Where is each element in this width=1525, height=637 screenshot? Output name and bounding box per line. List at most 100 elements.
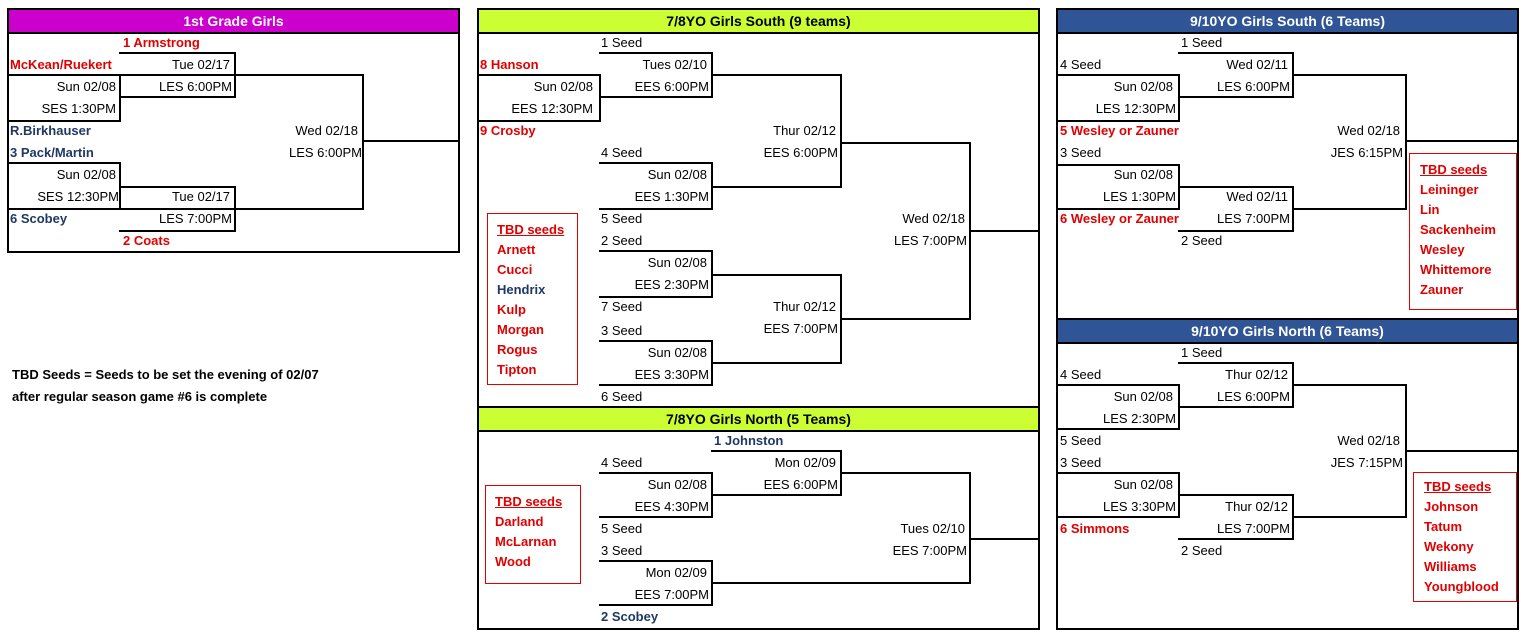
tbd-team: Cucci	[497, 262, 533, 277]
tbd-team: Tatum	[1424, 519, 1463, 534]
game-date: Sun 02/08	[647, 167, 707, 182]
seed-4: 4 Seed	[1060, 57, 1102, 72]
game-date: Sun 02/08	[647, 255, 707, 270]
bracket-title: 9/10YO Girls South (6 Teams)	[1058, 10, 1517, 34]
tbd-team: Wekony	[1424, 539, 1474, 554]
team-crosby: 9 Crosby	[480, 123, 536, 138]
final-date: Wed 02/18	[295, 123, 358, 138]
seed-1: 1 Seed	[601, 35, 643, 50]
game-date: Tue 02/17	[171, 57, 230, 72]
game-location: EES 12:30PM	[511, 101, 593, 116]
tbd-team: Morgan	[497, 322, 544, 337]
game-date: Tues 02/10	[642, 57, 707, 72]
game-date: Sun 02/08	[533, 79, 593, 94]
game-location: LES 1:30PM	[1103, 189, 1176, 204]
seed-3: 3 Seed	[1060, 145, 1102, 160]
game-date: Thur 02/12	[773, 123, 836, 138]
game-location: EES 6:00PM	[763, 477, 838, 492]
tbd-team: Youngblood	[1424, 579, 1499, 594]
tbd-seeds-title: TBD seeds	[1424, 479, 1492, 494]
game-location: LES 6:00PM	[1217, 79, 1290, 94]
tbd-team: Williams	[1424, 559, 1477, 574]
game-date: Sun 02/08	[647, 345, 707, 360]
game-location: EES 6:00PM	[763, 145, 838, 160]
tbd-team: Wesley	[1420, 242, 1465, 257]
tbd-seeds-box: TBD seeds Leininger Lin Sackenheim Wesle…	[1409, 153, 1517, 310]
game-location: LES 2:30PM	[1103, 411, 1176, 426]
tbd-note-line-1: TBD Seeds = Seeds to be set the evening …	[12, 367, 319, 382]
game-location: LES 3:30PM	[1103, 499, 1176, 514]
game-location: LES 6:00PM	[1217, 389, 1290, 404]
tbd-seeds-title: TBD seeds	[495, 494, 563, 509]
seed-4: 4 Seed	[601, 145, 643, 160]
team-hanson: 8 Hanson	[480, 57, 539, 72]
game-location: LES 7:00PM	[159, 211, 232, 226]
seed-2: 2 Seed	[601, 233, 643, 248]
first-grade-bracket: 1st Grade Girls	[7, 8, 460, 253]
north910-bracket: 9/10YO Girls North (6 Teams)	[1056, 318, 1519, 630]
game-location: EES 3:30PM	[634, 367, 709, 382]
seed-4: 4 Seed	[601, 455, 643, 470]
tbd-seeds-title: TBD seeds	[1420, 162, 1488, 177]
final-date: Wed 02/18	[902, 211, 965, 226]
seed-2: 2 Seed	[1181, 233, 1223, 248]
game-date: Thur 02/12	[773, 299, 836, 314]
game-location: SES 12:30PM	[37, 189, 119, 204]
game-location: EES 1:30PM	[634, 189, 709, 204]
tbd-team: Darland	[495, 514, 544, 529]
team-wesley-or-zauner-6: 6 Wesley or Zauner	[1060, 211, 1179, 226]
tbd-team: Zauner	[1420, 282, 1464, 297]
game-date: Mon 02/09	[774, 455, 836, 470]
tbd-seeds-box: TBD seeds Arnett Cucci Hendrix Kulp Morg…	[487, 213, 578, 385]
tbd-seeds-title: TBD seeds	[497, 222, 565, 237]
game-location: EES 2:30PM	[634, 277, 709, 292]
tbd-team: Lin	[1420, 202, 1440, 217]
tbd-team: Leininger	[1420, 182, 1479, 197]
tbd-team: Whittemore	[1420, 262, 1492, 277]
team-coats: 2 Coats	[123, 233, 170, 248]
seed-6: 6 Seed	[601, 389, 643, 404]
final-location: LES 6:00PM	[289, 145, 362, 160]
game-location: LES 6:00PM	[159, 79, 232, 94]
game-date: Thur 02/12	[1225, 367, 1288, 382]
team-armstrong: 1 Armstrong	[123, 35, 200, 50]
tbd-team: McLarnan	[495, 534, 557, 549]
south910-bracket: 9/10YO Girls South (6 Teams)	[1056, 8, 1519, 320]
seed-5: 5 Seed	[601, 521, 643, 536]
seed-4: 4 Seed	[1060, 367, 1102, 382]
tbd-team: Arnett	[497, 242, 536, 257]
seed-2: 2 Seed	[1181, 543, 1223, 558]
team-mckean-ruekert: McKean/Ruekert	[10, 57, 112, 72]
seed-5: 5 Seed	[1060, 433, 1102, 448]
seed-1: 1 Seed	[1181, 35, 1223, 50]
final-location: LES 7:00PM	[894, 233, 967, 248]
bracket-title: 9/10YO Girls North (6 Teams)	[1058, 320, 1517, 344]
final-location: JES 7:15PM	[1330, 455, 1403, 470]
game-date: Sun 02/08	[56, 167, 116, 182]
north78-bracket: 7/8YO Girls North (5 Teams)	[477, 406, 1040, 630]
team-scobey: 2 Scobey	[601, 609, 659, 624]
game-date: Sun 02/08	[1113, 477, 1173, 492]
game-date: Sun 02/08	[1113, 167, 1173, 182]
game-date: Sun 02/08	[1113, 79, 1173, 94]
team-birkhauser: R.Birkhauser	[10, 123, 91, 138]
final-date: Tues 02/10	[900, 521, 965, 536]
bracket-title: 7/8YO Girls South (9 teams)	[479, 10, 1038, 34]
game-location: LES 7:00PM	[1217, 211, 1290, 226]
tbd-team: Johnson	[1424, 499, 1479, 514]
final-date: Wed 02/18	[1337, 123, 1400, 138]
seed-5: 5 Seed	[601, 211, 643, 226]
seed-1: 1 Seed	[1181, 345, 1223, 360]
game-location: EES 7:00PM	[634, 587, 709, 602]
game-date: Sun 02/08	[1113, 389, 1173, 404]
game-date: Tue 02/17	[171, 189, 230, 204]
game-date: Sun 02/08	[647, 477, 707, 492]
bracket-title: 7/8YO Girls North (5 Teams)	[479, 408, 1038, 432]
final-date: Wed 02/18	[1337, 433, 1400, 448]
game-location: LES 7:00PM	[1217, 521, 1290, 536]
game-location: EES 6:00PM	[634, 79, 709, 94]
seed-7: 7 Seed	[601, 299, 643, 314]
seed-3: 3 Seed	[601, 543, 643, 558]
game-date: Sun 02/08	[56, 79, 116, 94]
team-johnston: 1 Johnston	[714, 433, 784, 448]
